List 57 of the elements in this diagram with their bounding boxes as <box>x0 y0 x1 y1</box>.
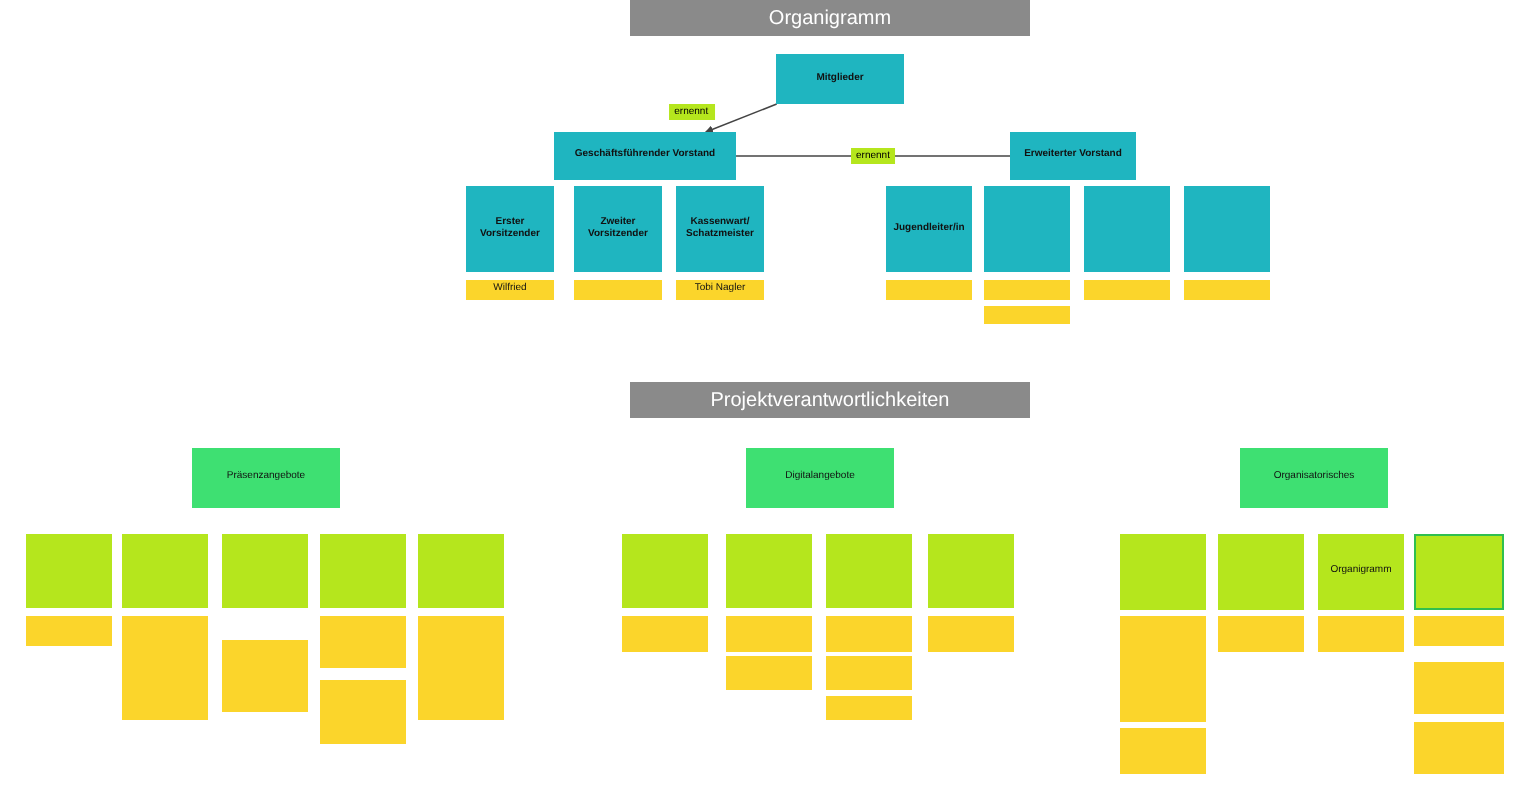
name-note <box>1414 662 1504 714</box>
role-box <box>466 186 554 272</box>
task-box <box>1218 534 1304 610</box>
name-note <box>726 616 812 652</box>
section-banner: Projektverantwortlichkeiten <box>630 382 1030 418</box>
name-note <box>622 616 708 652</box>
name-note <box>574 280 662 300</box>
name-note <box>1318 616 1404 652</box>
name-note <box>676 280 764 300</box>
task-box <box>726 534 812 608</box>
name-note <box>826 656 912 690</box>
name-note <box>1120 616 1206 722</box>
category-box <box>192 448 340 508</box>
task-box <box>320 534 406 608</box>
task-box <box>928 534 1014 608</box>
name-note <box>984 280 1070 300</box>
task-box <box>222 534 308 608</box>
name-note <box>26 616 112 646</box>
category-box <box>746 448 894 508</box>
connector-arrow <box>705 103 778 134</box>
role-box <box>776 54 904 104</box>
name-note <box>886 280 972 300</box>
task-box <box>1414 534 1504 610</box>
name-note <box>122 616 208 720</box>
name-note <box>984 306 1070 324</box>
role-box <box>984 186 1070 272</box>
task-box <box>622 534 708 608</box>
role-box <box>554 132 736 180</box>
task-box <box>122 534 208 608</box>
role-box <box>1084 186 1170 272</box>
role-box <box>1184 186 1270 272</box>
role-box <box>1010 132 1136 180</box>
name-note <box>928 616 1014 652</box>
role-box <box>574 186 662 272</box>
name-note <box>1120 728 1206 774</box>
category-box <box>1240 448 1388 508</box>
title-banner: Organigramm <box>630 0 1030 36</box>
task-box <box>826 534 912 608</box>
name-note <box>1414 616 1504 646</box>
task-box <box>26 534 112 608</box>
role-box <box>886 186 972 272</box>
name-note <box>1184 280 1270 300</box>
name-note <box>222 640 308 712</box>
name-note <box>1218 616 1304 652</box>
name-note <box>726 656 812 690</box>
name-note <box>320 680 406 744</box>
name-note <box>466 280 554 300</box>
task-box <box>418 534 504 608</box>
task-box <box>1120 534 1206 610</box>
name-note <box>1084 280 1170 300</box>
name-note <box>418 616 504 720</box>
name-note <box>320 616 406 668</box>
name-note <box>826 696 912 720</box>
role-box <box>676 186 764 272</box>
name-note <box>826 616 912 652</box>
task-box <box>1318 534 1404 610</box>
name-note <box>1414 722 1504 774</box>
